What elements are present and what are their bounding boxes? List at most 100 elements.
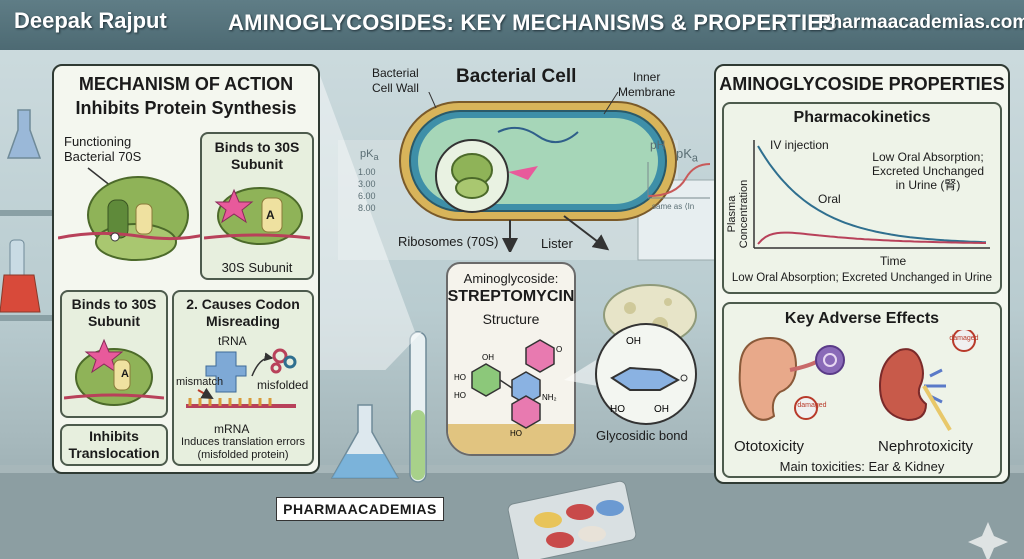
damaged-label-ear: damaged bbox=[797, 402, 827, 409]
oral-label: Oral bbox=[818, 192, 841, 206]
iv-label: IV injection bbox=[770, 138, 829, 152]
kidney-icon bbox=[878, 348, 928, 422]
cell-wall-label: Bacterial Cell Wall bbox=[372, 66, 419, 96]
x-axis-label: Time bbox=[880, 254, 907, 268]
mrna-strand bbox=[58, 231, 208, 241]
translocation-line-1: Inhibits bbox=[89, 428, 139, 444]
zoom-wedge bbox=[318, 70, 422, 370]
codon-diagram bbox=[186, 348, 297, 408]
binds-30s-inset-title: Binds to 30S Subunit bbox=[200, 139, 314, 173]
nephrotoxicity-label: Nephrotoxicity bbox=[878, 438, 974, 455]
chalk-row: 3.00 bbox=[358, 179, 376, 189]
sugar-ring-pink-2 bbox=[511, 395, 541, 429]
svg-text:NH₂: NH₂ bbox=[542, 393, 557, 402]
chalk-curve bbox=[647, 162, 711, 199]
subunit-caption: 30S Subunit bbox=[221, 260, 293, 275]
binding-site-diagram bbox=[204, 187, 310, 245]
page-title: AMINOGLYCOSIDES: KEY MECHANISMS & PROPER… bbox=[228, 10, 837, 35]
drug-structure-label: Structure bbox=[482, 311, 540, 327]
chalk-row: 8.00 bbox=[358, 203, 376, 213]
watermark-label: PHARMAACADEMIAS bbox=[276, 497, 444, 521]
adverse-effects-box bbox=[722, 302, 1002, 478]
y-axis-label: Plasma Concentration bbox=[726, 179, 750, 249]
damaged-label-kidney: damaged bbox=[949, 335, 979, 342]
drug-name: STREPTOMYCIN bbox=[447, 288, 575, 305]
pk-note: Low Oral Absorption; Excreted Unchanged … bbox=[858, 150, 998, 192]
lister-label: Lister bbox=[541, 236, 573, 251]
main-toxicities-note: Main toxicities: Ear & Kidney bbox=[779, 459, 945, 474]
chalk-pk-2-sub: a bbox=[691, 152, 698, 165]
translocation-title: Inhibits Translocation bbox=[60, 428, 168, 462]
cell-wall-line-2: Cell Wall bbox=[372, 81, 419, 95]
binds-30s-box-title: Binds to 30S Subunit bbox=[60, 296, 168, 330]
chalk-same: same as ⟨In bbox=[652, 202, 695, 211]
sugar-ring-blue bbox=[511, 371, 541, 405]
ribosome-label: Functioning Bacterial 70S bbox=[64, 134, 141, 164]
adverse-effects-title: Key Adverse Effects bbox=[784, 310, 940, 327]
glycosidic-bond-label: Glycosidic bond bbox=[596, 428, 688, 443]
damaged-badge-kidney bbox=[952, 330, 976, 352]
ribosome-zoom-circle bbox=[435, 139, 509, 213]
translocation-line-2: Translocation bbox=[68, 445, 160, 461]
ototoxicity-label: Ototoxicity bbox=[734, 438, 805, 455]
beaker-icon bbox=[0, 274, 41, 313]
flask-icon bbox=[6, 109, 42, 159]
mechanism-subheading: Inhibits Protein Synthesis bbox=[75, 98, 297, 118]
sugar-ring-green bbox=[471, 363, 501, 397]
left-site-a-label: A bbox=[121, 368, 129, 380]
cell-wall-line-1: Bacterial bbox=[372, 66, 419, 80]
chalk-pk-2: pK bbox=[676, 146, 692, 161]
sparkle-icon bbox=[968, 522, 1008, 559]
membrane-line-2: Membrane bbox=[618, 85, 676, 99]
trna-icon bbox=[205, 351, 247, 393]
codon-misreading-title: 2. Causes Codon Misreading bbox=[172, 296, 314, 330]
left-title-line-2: Subunit bbox=[87, 313, 141, 329]
svg-text:OH: OH bbox=[626, 336, 641, 347]
pk-footer: Low Oral Absorption; Excreted Unchanged … bbox=[731, 272, 993, 284]
sugar-ring-pink bbox=[525, 339, 555, 373]
svg-text:OH: OH bbox=[482, 353, 494, 362]
chalk-pka-2: pKa bbox=[676, 146, 698, 165]
header-bar bbox=[0, 0, 1024, 50]
svg-text:HO: HO bbox=[454, 391, 466, 400]
left-title-line-1: Binds to 30S bbox=[71, 296, 157, 312]
ribosome-diagram bbox=[58, 167, 208, 261]
misfolded-protein-icon bbox=[272, 348, 288, 364]
iv-curve bbox=[757, 145, 987, 244]
glycosidic-bond-zoom: OH HO OH bbox=[564, 323, 697, 425]
aminoglycoside-star-icon bbox=[84, 338, 124, 374]
ribosome-label-line-2: Bacterial 70S bbox=[64, 149, 142, 164]
damaged-badge-ear bbox=[794, 396, 818, 420]
svg-text:HO: HO bbox=[510, 429, 522, 438]
codon-title-line-1: 2. Causes Codon bbox=[186, 296, 300, 312]
ribosome-label-line-1: Functioning bbox=[64, 134, 132, 149]
errors-line-1: Induces translation errors bbox=[180, 436, 306, 448]
chalk-row: 1.00 bbox=[358, 167, 376, 177]
pk-chart bbox=[753, 140, 990, 249]
errors-line-2: (misfolded protein) bbox=[197, 449, 289, 461]
aminoglycoside-star-icon bbox=[214, 188, 254, 224]
chalk-values: 1.00 3.00 6.00 8.00 bbox=[358, 166, 376, 214]
membrane-line-1: Inner bbox=[633, 70, 661, 84]
pk-note-line-2: Excreted Unchanged bbox=[871, 164, 985, 178]
mismatch-label: mismatch bbox=[176, 376, 224, 388]
streptomycin-structure: HO HO OH NH₂ O HO bbox=[454, 339, 562, 438]
left-binding-diagram bbox=[64, 338, 164, 406]
svg-text:OH: OH bbox=[654, 404, 669, 415]
chalk-ph: pH bbox=[650, 138, 666, 152]
properties-heading: AMINOGLYCOSIDE PROPERTIES bbox=[719, 74, 1005, 94]
adverse-effects-illustration bbox=[738, 330, 976, 432]
codon-misreading-box bbox=[172, 290, 314, 466]
misfolded-label: misfolded bbox=[257, 378, 309, 392]
jar-liquid bbox=[448, 424, 574, 454]
inner-membrane-label: Inner Membrane bbox=[618, 70, 675, 100]
svg-text:HO: HO bbox=[454, 373, 466, 382]
ear-icon bbox=[738, 336, 798, 421]
pharmacokinetics-title: Pharmacokinetics bbox=[793, 109, 931, 126]
mechanism-heading: MECHANISM OF ACTION bbox=[78, 74, 294, 94]
svg-text:HO: HO bbox=[610, 404, 625, 415]
binds-title-line-1: Binds to 30S bbox=[214, 139, 300, 155]
site-name: Pharmaacademias.com bbox=[818, 12, 1024, 33]
bacterial-cell-title: Bacterial Cell bbox=[456, 66, 577, 87]
author-name: Deepak Rajput bbox=[14, 8, 167, 33]
